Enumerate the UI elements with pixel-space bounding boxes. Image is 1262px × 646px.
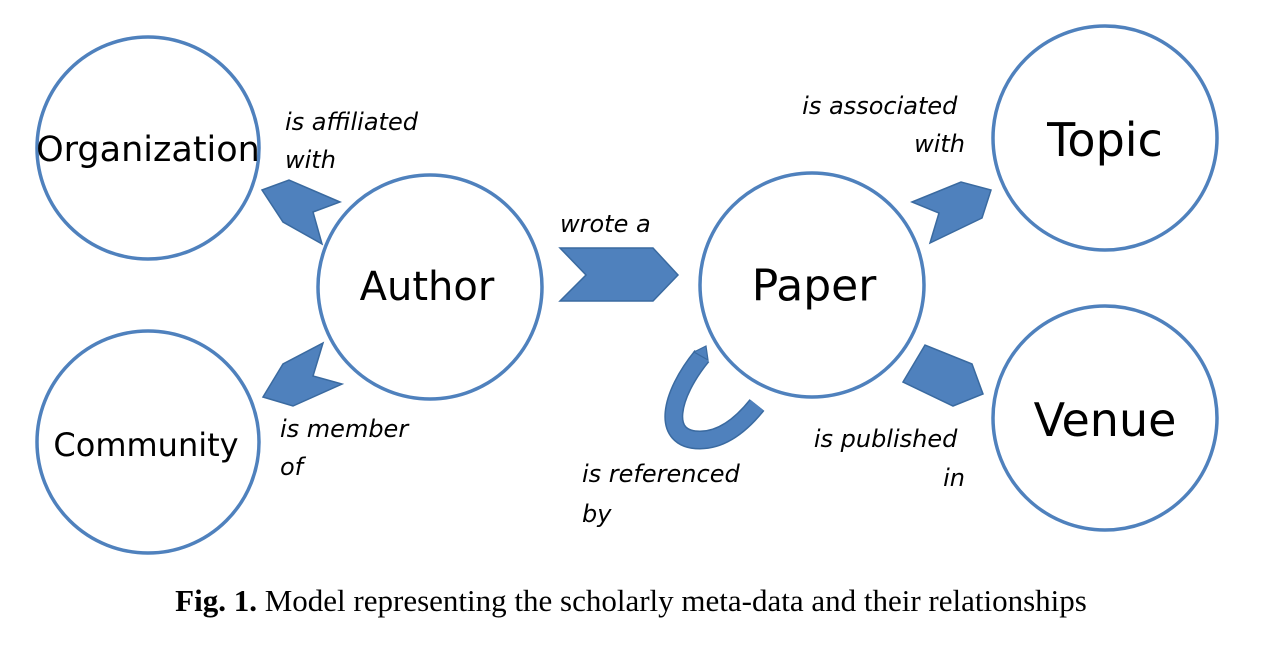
arrow-author-community [261,341,345,407]
edge-label-published: is published in [814,425,965,492]
node-topic: Topic [991,24,1219,252]
arrow-author-paper [558,247,680,302]
arrow-author-organization [260,179,343,246]
edge-label-member: is member of [280,415,416,481]
node-venue-circle [991,304,1219,532]
node-author: Author [316,173,544,401]
edge-label-referenced: is referenced by [582,460,747,528]
edge-label-wrote-line1: wrote a [560,210,651,238]
node-paper-label: Paper [752,261,878,312]
edge-label-published-line1: is published [814,425,958,453]
arrow-paper-self-reference [664,345,765,450]
edge-label-member-line2: of [280,453,307,481]
edge-label-associated-line1: is associated [802,92,958,120]
node-paper: Paper [698,171,926,399]
node-organization-circle [35,35,261,261]
node-paper-circle [698,171,926,399]
relationship-diagram: Organization Author Community Paper Topi… [35,24,1219,555]
node-organization-label: Organization [36,130,260,170]
node-topic-label: Topic [1046,113,1163,167]
figure-number: Fig. 1. [175,583,257,618]
node-organization: Organization [35,35,261,261]
figure-caption-text: Model representing the scholarly meta-da… [256,583,1087,618]
node-venue: Venue [991,304,1219,532]
node-author-label: Author [360,264,495,310]
figure-caption: Fig. 1. Model representing the scholarly… [0,583,1262,619]
edge-label-wrote: wrote a [560,210,651,238]
edge-label-associated-line2: with [914,130,965,158]
edge-label-member-line1: is member [280,415,410,443]
node-author-circle [316,173,544,401]
edge-label-referenced-line1: is referenced [582,460,740,488]
edge-label-associated: is associated with [802,92,965,158]
node-community-circle [35,329,261,555]
edge-label-affiliated-line1: is affiliated [285,108,419,136]
edge-label-referenced-line2: by [582,500,612,528]
edge-label-affiliated: is affiliated with [285,108,426,174]
node-community-label: Community [53,426,238,464]
node-topic-circle [991,24,1219,252]
arrow-paper-venue [901,344,984,407]
node-community: Community [35,329,261,555]
edge-label-affiliated-line2: with [285,146,336,174]
arrow-paper-topic [910,181,992,245]
edge-label-published-line2: in [943,464,965,492]
node-venue-label: Venue [1034,393,1177,447]
